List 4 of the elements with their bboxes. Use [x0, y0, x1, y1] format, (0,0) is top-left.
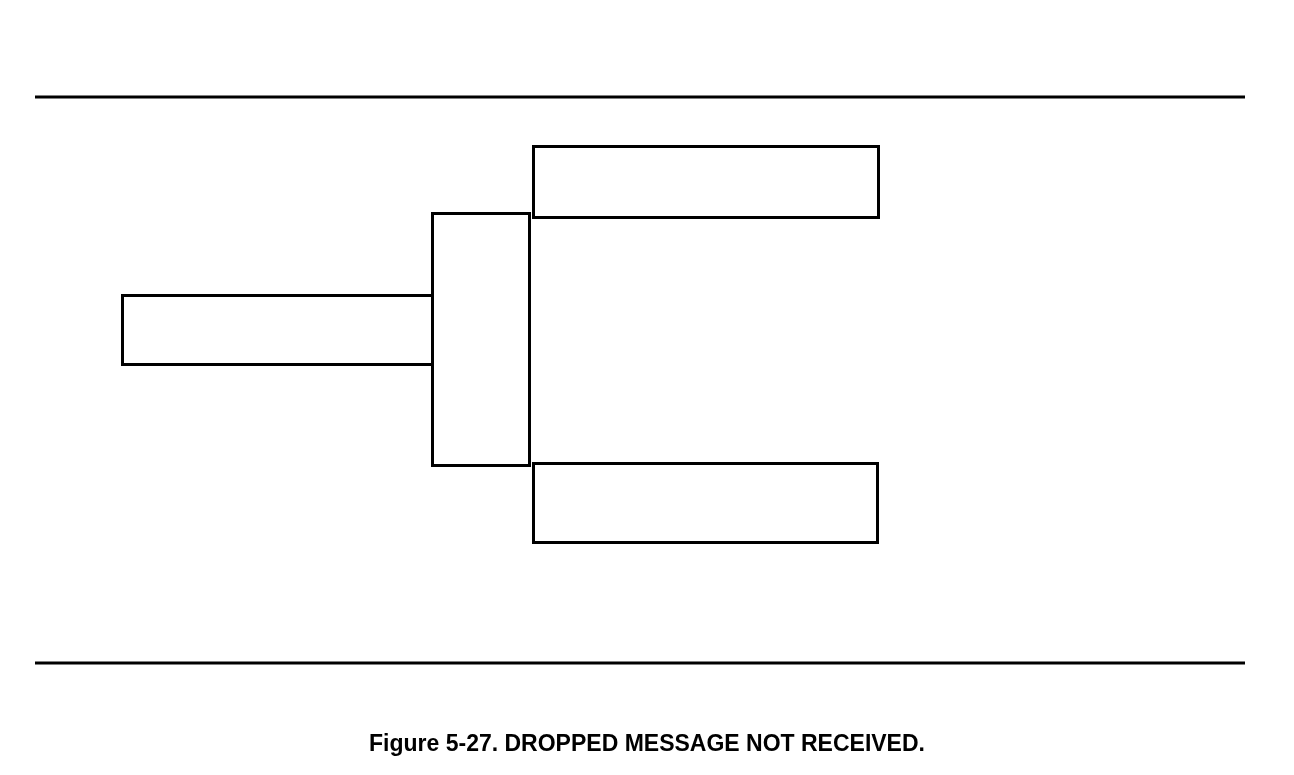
rectangle-block	[431, 212, 531, 467]
rectangle-block	[532, 145, 880, 219]
rectangle-block	[532, 462, 879, 544]
figure-caption: Figure 5-27. DROPPED MESSAGE NOT RECEIVED.	[368, 730, 926, 757]
